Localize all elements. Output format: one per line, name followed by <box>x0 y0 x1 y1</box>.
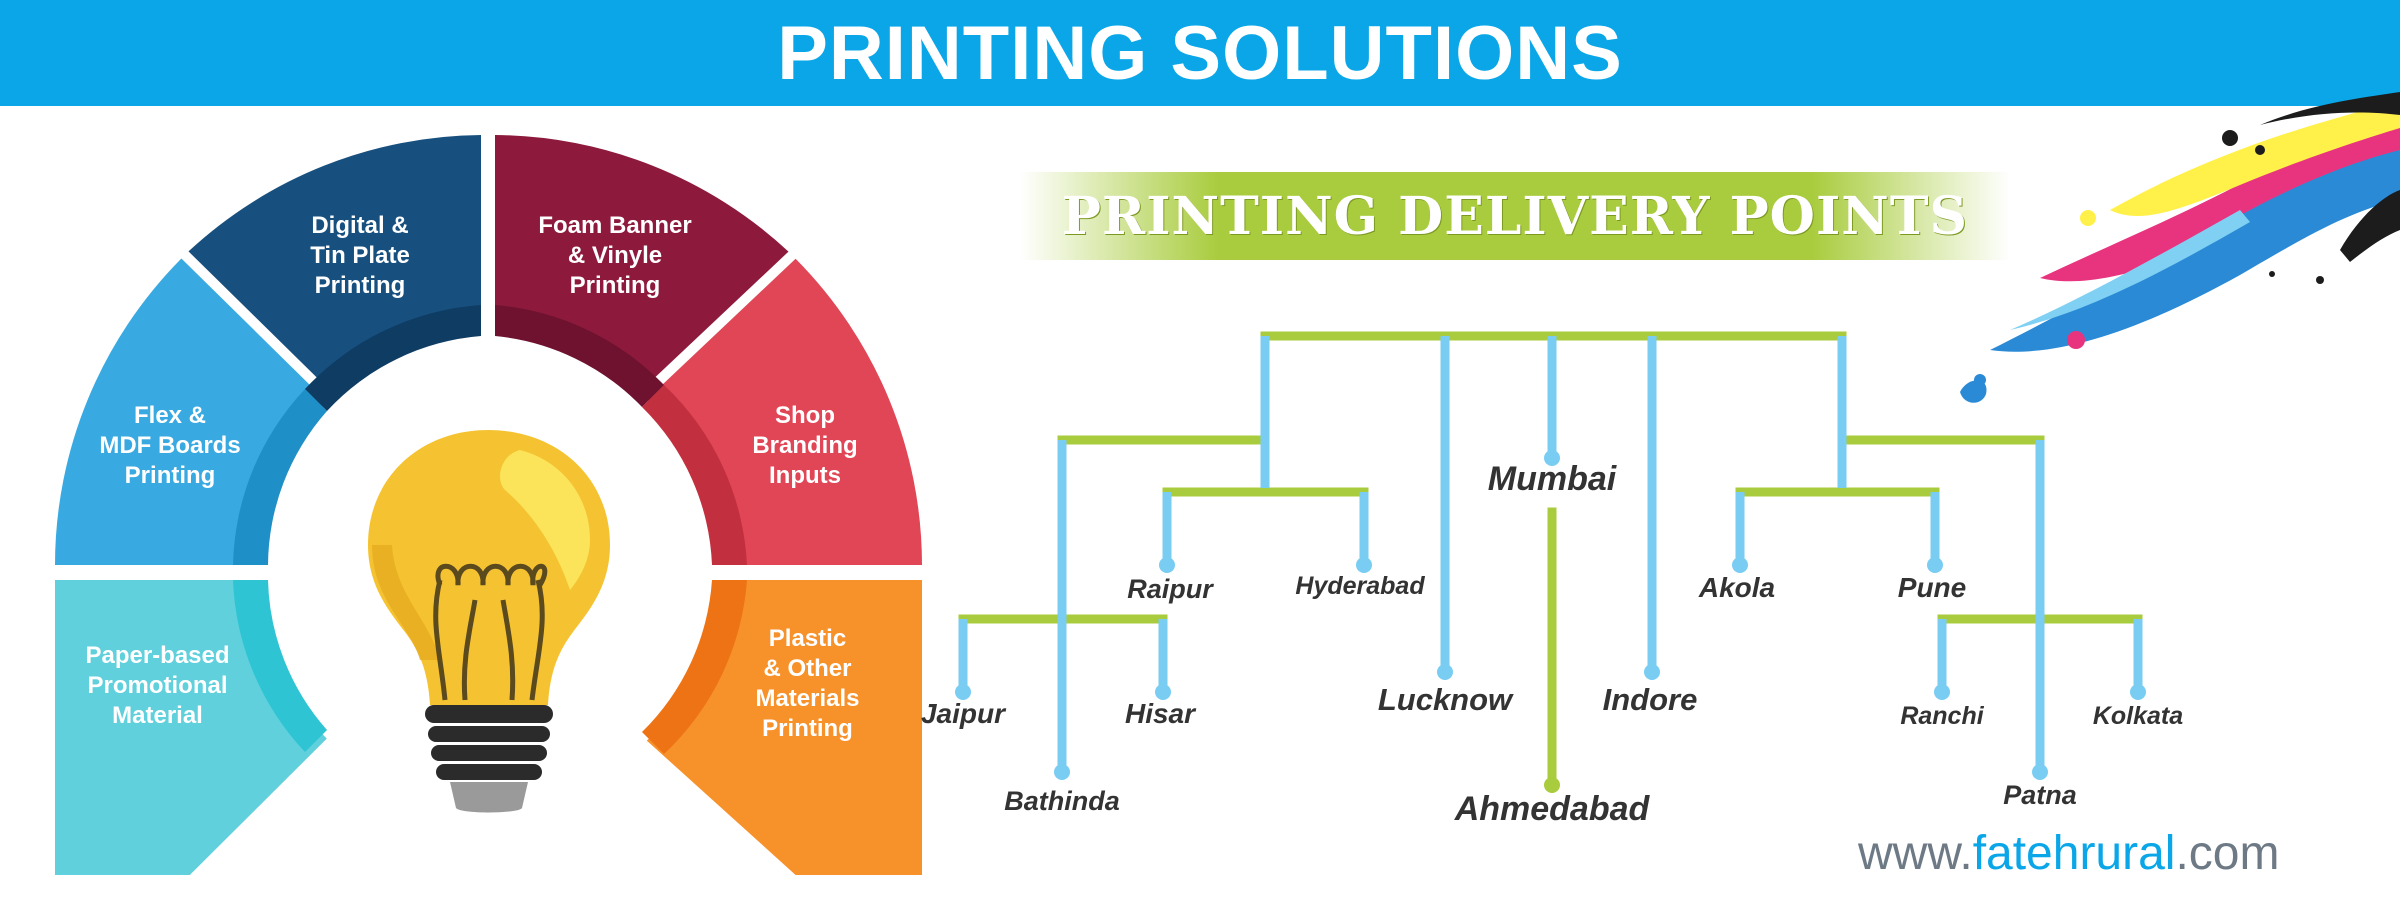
lightbulb-icon <box>368 430 610 813</box>
city-label-lucknow: Lucknow <box>1377 682 1513 717</box>
city-label-ahmedabad: Ahmedabad <box>1454 790 1650 828</box>
ink-splash-graphic <box>1960 92 2400 403</box>
city-label-raipur: Raipur <box>1127 574 1213 604</box>
dot-mumbai <box>1544 450 1560 466</box>
city-label-patna: Patna <box>2003 780 2077 810</box>
dot-akola <box>1732 557 1748 573</box>
segment-label-plastic-other: Plastic & Other Materials Printing <box>755 625 860 742</box>
title-banner: PRINTING SOLUTIONS <box>0 0 2400 106</box>
city-label-akola: Akola <box>1698 572 1776 603</box>
segment-label-foam-banner: Foam Banner & Vinyle Printing <box>538 212 692 299</box>
rim-foam <box>495 305 664 407</box>
segment-label-digital-tin: Digital & Tin Plate Printing <box>310 212 410 299</box>
dot-raipur <box>1159 557 1175 573</box>
dot-pune <box>1927 557 1943 573</box>
city-label-bathinda: Bathinda <box>1004 786 1120 816</box>
website-brand: fatehrural <box>1972 827 2176 880</box>
rim-plastic <box>642 580 747 754</box>
city-label-ranchi: Ranchi <box>1900 702 1984 730</box>
segment-label-shop-branding: Shop Branding Inputs <box>752 402 858 489</box>
dot-ranchi <box>1934 684 1950 700</box>
city-label-hisar: Hisar <box>1124 698 1196 729</box>
dot-hyderabad <box>1356 557 1372 573</box>
segment-label-flex-mdf: Flex & MDF Boards Printing <box>99 402 241 489</box>
rim-shop <box>642 385 747 565</box>
rim-paper <box>233 580 327 752</box>
delivery-heading-banner: PRINTING DELIVERY POINTS <box>1020 172 2010 260</box>
dot-jaipur <box>955 684 971 700</box>
dot-patna <box>2032 764 2048 780</box>
website-prefix: www. <box>1858 827 1973 880</box>
city-label-hyderabad: Hyderabad <box>1295 572 1425 600</box>
city-label-kolkata: Kolkata <box>2092 702 2184 730</box>
city-label-pune: Pune <box>1897 572 1967 603</box>
city-label-jaipur: Jaipur <box>920 698 1006 729</box>
city-label-mumbai: Mumbai <box>1487 460 1617 498</box>
dot-kolkata <box>2130 684 2146 700</box>
dot-lucknow <box>1437 664 1453 680</box>
dot-bathinda <box>1054 764 1070 780</box>
page-title: PRINTING SOLUTIONS <box>777 10 1623 96</box>
website-suffix: .com <box>2175 827 2280 880</box>
delivery-heading: PRINTING DELIVERY POINTS <box>1061 185 1969 247</box>
website-url: www.fatehrural.com <box>1858 826 2279 881</box>
dot-indore <box>1644 664 1660 680</box>
segment-label-paper-based: Paper-based Promotional Material <box>85 642 230 729</box>
dot-ahmedabad <box>1544 777 1560 793</box>
dot-hisar <box>1155 684 1171 700</box>
rim-digital <box>305 305 481 411</box>
city-label-indore: Indore <box>1602 682 1698 717</box>
rim-flex <box>233 389 327 565</box>
